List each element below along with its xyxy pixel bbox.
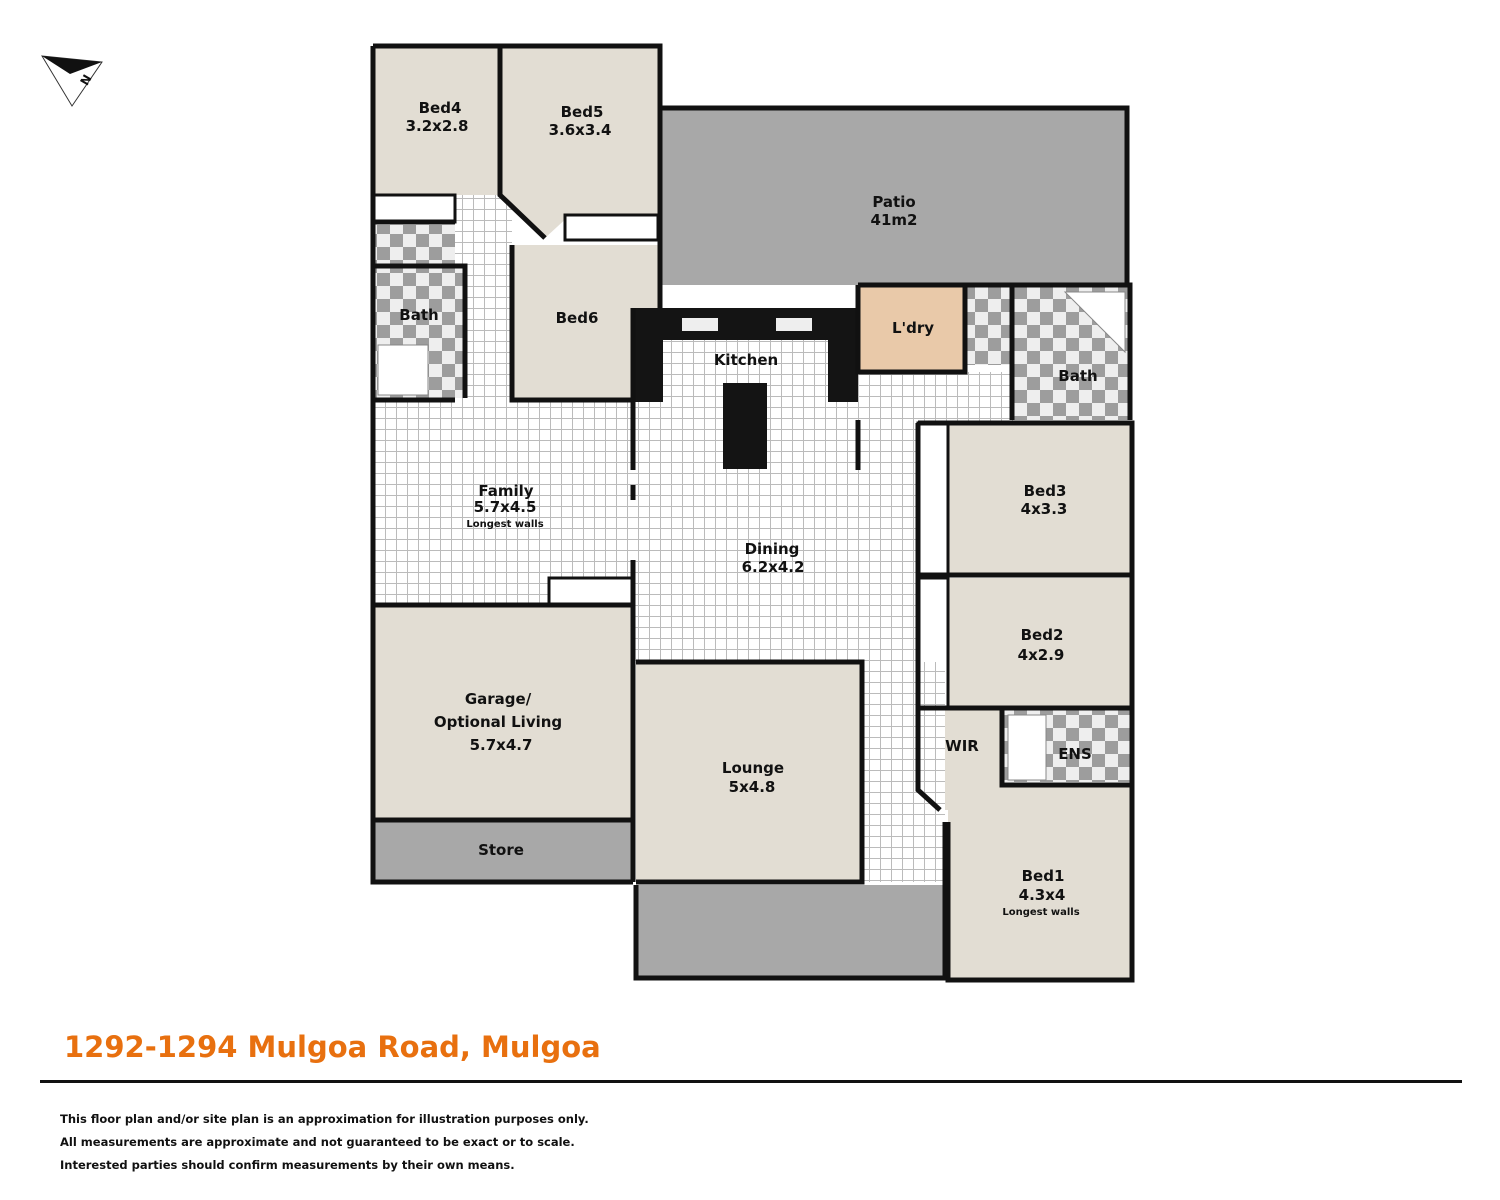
bed4-label: Bed4 xyxy=(419,99,462,117)
ens-label: ENS xyxy=(1058,745,1092,763)
kitchen-island xyxy=(723,383,767,469)
patio-floor xyxy=(660,108,1127,285)
bed1-label: Bed1 xyxy=(1022,867,1065,885)
family-floor xyxy=(373,400,633,605)
floor-plan: N xyxy=(41,43,1135,983)
bed2-floor xyxy=(948,578,1132,708)
toilet-floor xyxy=(373,225,455,265)
bathtub-icon xyxy=(1007,714,1047,781)
bath-left-label: Bath xyxy=(399,306,438,324)
kitchen-bench-left xyxy=(633,340,663,402)
bed1-floor xyxy=(948,785,1132,980)
wir-label: WIR xyxy=(945,737,979,755)
store-floor xyxy=(373,822,633,882)
walls xyxy=(370,43,1135,983)
bath-right-label: Bath xyxy=(1058,367,1097,385)
north-arrow-icon: N xyxy=(41,55,103,107)
lounge-floor xyxy=(636,662,862,882)
shower-icon xyxy=(377,344,429,396)
patio-size: 41m2 xyxy=(871,211,918,229)
bed6-label: Bed6 xyxy=(556,309,599,327)
sink-icon xyxy=(776,318,812,331)
dining-label: Dining xyxy=(745,540,800,558)
hallway-floor xyxy=(858,372,1013,422)
bed1-note: Longest walls xyxy=(1002,907,1079,918)
kitchen-bench-right xyxy=(828,340,858,402)
spa-bath-icon xyxy=(1063,291,1126,354)
bed3-size: 4x3.3 xyxy=(1021,500,1068,518)
family-label: Family xyxy=(478,482,533,500)
family-note: Longest walls xyxy=(466,519,543,530)
disclaimer-line: All measurements are approximate and not… xyxy=(60,1135,575,1149)
disclaimer-line: This floor plan and/or site plan is an a… xyxy=(60,1112,589,1126)
kitchen-bench xyxy=(633,308,858,340)
garage-floor xyxy=(373,607,633,820)
bed3-wardrobe xyxy=(916,421,950,577)
disclaimer-line: Interested parties should confirm measur… xyxy=(60,1158,515,1172)
lounge-size: 5x4.8 xyxy=(729,778,776,796)
bed4-size: 3.2x2.8 xyxy=(406,117,469,135)
bed5-floor xyxy=(500,48,658,238)
dining-size: 6.2x4.2 xyxy=(742,558,805,576)
bed4-floor xyxy=(373,48,500,195)
bed2-size: 4x2.9 xyxy=(1018,646,1065,664)
patio-label: Patio xyxy=(872,193,915,211)
store-label: Store xyxy=(478,841,524,859)
family-size: 5.7x4.5 xyxy=(474,498,537,516)
sink-icon xyxy=(682,318,718,331)
bed3-floor xyxy=(948,423,1132,575)
svg-text:N: N xyxy=(77,72,94,88)
toilet-right-floor xyxy=(965,287,1012,365)
bed1-size: 4.3x4 xyxy=(1019,886,1066,904)
lounge-label: Lounge xyxy=(722,759,784,777)
garage-label-2: Optional Living xyxy=(434,713,562,731)
bed5-label: Bed5 xyxy=(561,103,604,121)
bed3-label: Bed3 xyxy=(1024,482,1067,500)
bed5-size: 3.6x3.4 xyxy=(549,121,612,139)
entry-floor xyxy=(862,662,945,882)
kitchen-label: Kitchen xyxy=(714,351,778,369)
bed5-wardrobe xyxy=(563,213,660,242)
laundry-label: L'dry xyxy=(892,319,934,337)
family-cupboard xyxy=(547,576,635,607)
laundry-floor xyxy=(858,287,965,372)
property-address: 1292-1294 Mulgoa Road, Mulgoa xyxy=(64,1030,601,1064)
garage-label: Garage/ xyxy=(465,690,532,708)
bed2-label: Bed2 xyxy=(1021,626,1064,644)
porch-floor xyxy=(636,885,945,978)
divider xyxy=(40,1080,1462,1083)
bed4-wardrobe xyxy=(371,193,457,224)
garage-size: 5.7x4.7 xyxy=(470,736,533,754)
